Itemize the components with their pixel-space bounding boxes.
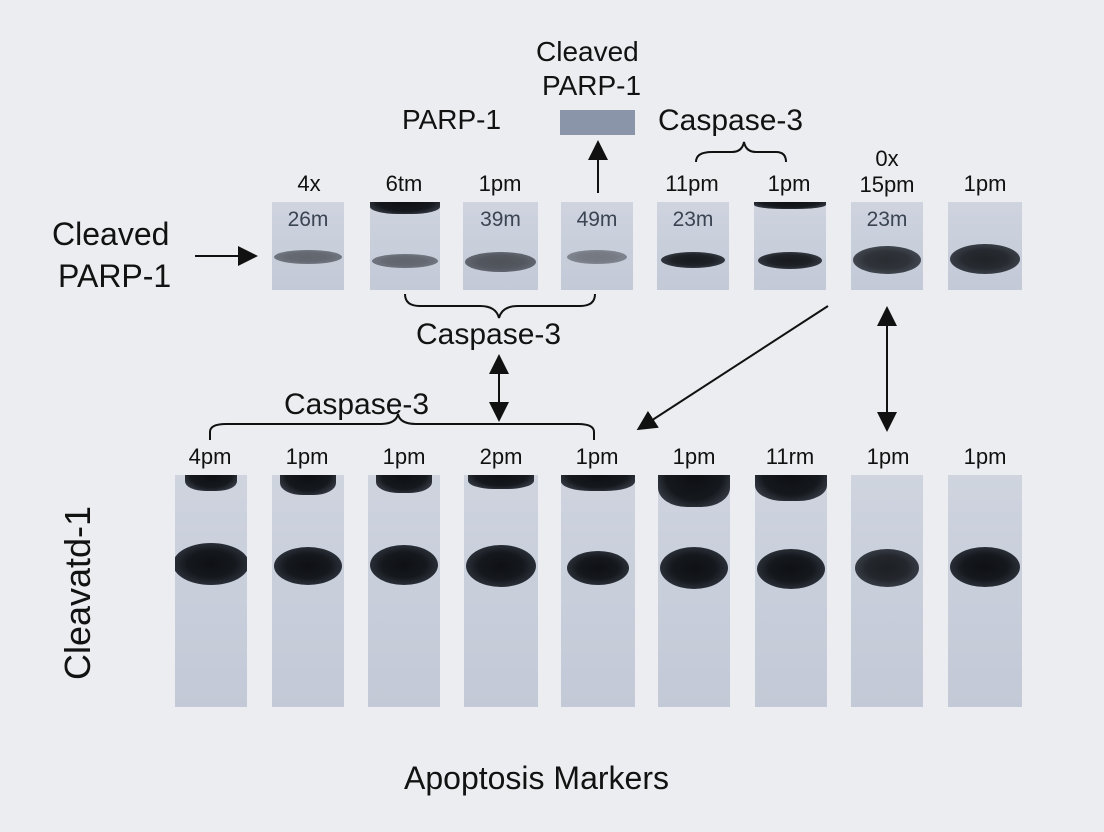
bottom-lane-label-9: 1pm xyxy=(963,444,1007,469)
top-lane-7: 23m xyxy=(851,202,923,290)
top-lane-6 xyxy=(754,202,826,290)
footer-title: Apoptosis Markers xyxy=(404,760,669,796)
bottom-lane-2 xyxy=(272,475,344,707)
top-lane-5: 23m xyxy=(657,202,729,290)
bottom-lane-label-2: 1pm xyxy=(285,444,329,469)
bottom-lane-label-3: 1pm xyxy=(382,444,426,469)
caspase-middle-label: Caspase-3 xyxy=(416,318,562,351)
bottom-lane-4-band xyxy=(466,545,536,587)
top-lane-4-text: 49m xyxy=(576,208,618,231)
bottom-lane-label-5: 1pm xyxy=(575,444,619,469)
bottom-lane-label-4: 2pm xyxy=(479,444,523,469)
top-lane-3-band xyxy=(465,252,536,272)
cleaved-parp-title-line1: Cleaved xyxy=(536,36,639,67)
caspase-top-right-label: Caspase-3 xyxy=(658,104,804,137)
bottom-lane-6-band xyxy=(660,547,728,589)
side-vertical-label: Cleavatd-1 xyxy=(57,505,98,681)
bottom-lane-2-band xyxy=(274,547,342,585)
top-lane-7-text: 23m xyxy=(866,208,908,231)
top-lane-label-7a: 0x xyxy=(875,146,899,171)
top-lane-7-band xyxy=(853,246,921,274)
left-cleaved-label: Cleaved xyxy=(52,216,170,252)
bottom-lane-5 xyxy=(561,475,635,707)
top-lane-6-band xyxy=(758,252,822,269)
top-lane-2-band xyxy=(372,254,438,268)
bottom-lane-5-top-band xyxy=(561,475,635,491)
bottom-lane-1-top-band xyxy=(185,475,237,491)
bottom-lane-3-band xyxy=(370,545,438,585)
top-lane-4: 49m xyxy=(561,202,633,290)
top-lane-label-8: 1pm xyxy=(963,171,1007,196)
bottom-lane-7-top-band xyxy=(755,475,827,501)
diagonal-arrow xyxy=(636,305,829,431)
left-parp-label: PARP-1 xyxy=(58,258,172,294)
top-lane-1-text: 26m xyxy=(287,208,329,231)
bottom-lane-7-band xyxy=(757,549,825,589)
bottom-lane-label-1: 4pm xyxy=(188,444,232,469)
top-lane-4-band xyxy=(567,250,627,264)
bottom-lane-3 xyxy=(368,475,440,707)
bottom-lane-4-top-band xyxy=(468,475,534,489)
caspase-lower-label: Caspase-3 xyxy=(284,388,430,421)
top-lane-label-3: 1pm xyxy=(478,171,522,196)
top-lane-label-1: 4x xyxy=(297,171,321,196)
top-lane-5-band xyxy=(661,252,725,268)
bottom-lane-9-band xyxy=(950,547,1020,587)
bottom-lane-5-band xyxy=(567,551,629,585)
bottom-lane-label-7: 11rm xyxy=(765,444,815,469)
top-lane-label-2: 6tm xyxy=(385,171,423,196)
bottom-lane-4 xyxy=(464,475,538,707)
bottom-lane-3-top-band xyxy=(376,475,432,493)
top-lane-3-text: 39m xyxy=(480,208,521,231)
bottom-lane-1 xyxy=(175,475,247,707)
bottom-lane-label-6: 1pm xyxy=(672,444,716,469)
parp-label: PARP-1 xyxy=(402,104,502,135)
cleaved-parp-swatch xyxy=(560,110,635,135)
top-lane-5-text: 23m xyxy=(672,208,714,231)
bottom-lane-6 xyxy=(658,475,730,707)
bottom-lane-7 xyxy=(755,475,827,707)
top-lane-2 xyxy=(370,202,440,290)
bottom-lane-9 xyxy=(948,475,1022,707)
top-lane-2-top-band xyxy=(370,202,440,214)
bottom-lane-6-top-band xyxy=(658,475,730,507)
top-lane-1: 26m xyxy=(272,202,344,290)
bottom-lane-label-8: 1pm xyxy=(866,444,910,469)
top-lane-3: 39m xyxy=(463,202,538,290)
top-lane-label-5: 11pm xyxy=(665,171,719,196)
bottom-lane-8 xyxy=(851,475,923,707)
bottom-lane-2-top-band xyxy=(280,475,336,495)
top-lane-8 xyxy=(948,202,1022,290)
top-lane-label-6: 1pm xyxy=(767,171,811,196)
bottom-lane-8-band xyxy=(855,549,919,587)
bottom-lane-1-band xyxy=(175,543,247,585)
cleaved-parp-title-line2: PARP-1 xyxy=(542,70,642,101)
top-lane-1-band xyxy=(274,250,342,264)
top-lane-6-top-band xyxy=(754,202,826,209)
caspase-middle-brace xyxy=(404,293,596,319)
caspase-top-brace xyxy=(695,141,787,163)
top-lane-8-band xyxy=(950,244,1020,274)
top-lane-label-7b: 15pm xyxy=(859,172,915,197)
